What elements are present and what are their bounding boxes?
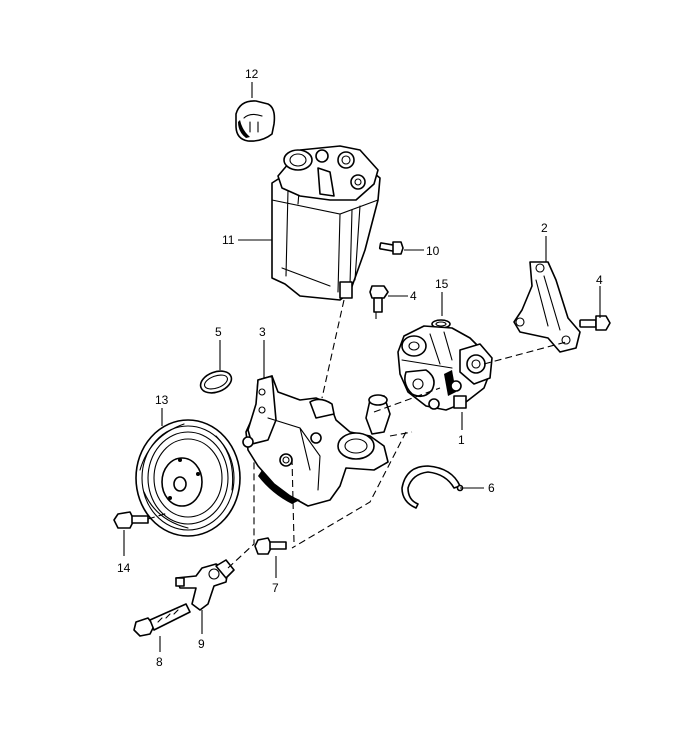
bolt-7 xyxy=(254,537,287,555)
bolt-8 xyxy=(133,603,191,637)
callout-9: 9 xyxy=(198,637,205,651)
callout-14: 14 xyxy=(117,561,131,575)
reservoir-tank xyxy=(271,145,381,301)
bolt-10 xyxy=(378,241,404,255)
callout-15: 15 xyxy=(435,277,449,291)
callout-7: 7 xyxy=(272,581,279,595)
reservoir-cap xyxy=(235,100,276,142)
bolt-4-right xyxy=(579,315,611,331)
pump-bracket xyxy=(513,261,581,353)
callout-5: 5 xyxy=(215,325,222,339)
callout-3: 3 xyxy=(259,325,266,339)
o-ring-5 xyxy=(199,370,233,394)
pump-carrier-housing xyxy=(242,375,391,507)
assembly-lines xyxy=(147,299,567,569)
callout-6: 6 xyxy=(488,481,495,495)
bolt-14 xyxy=(113,511,149,529)
bolt-4-upper xyxy=(369,285,389,320)
pulley-13 xyxy=(135,419,241,537)
circlip-6 xyxy=(401,465,464,509)
power-steering-pump xyxy=(397,325,493,411)
leader-lines xyxy=(123,82,601,652)
callout-1: 1 xyxy=(458,433,465,447)
callout-labels: 1 2 3 4 4 5 6 7 8 9 10 11 12 13 14 15 xyxy=(117,67,603,669)
callout-10: 10 xyxy=(426,244,440,258)
callout-4-right: 4 xyxy=(596,273,603,287)
callout-12: 12 xyxy=(245,67,259,81)
callout-13: 13 xyxy=(155,393,169,407)
hose-fitting-9 xyxy=(175,559,235,611)
callout-4-upper: 4 xyxy=(410,289,417,303)
callout-8: 8 xyxy=(156,655,163,669)
callout-2: 2 xyxy=(541,221,548,235)
callout-11: 11 xyxy=(222,233,235,247)
